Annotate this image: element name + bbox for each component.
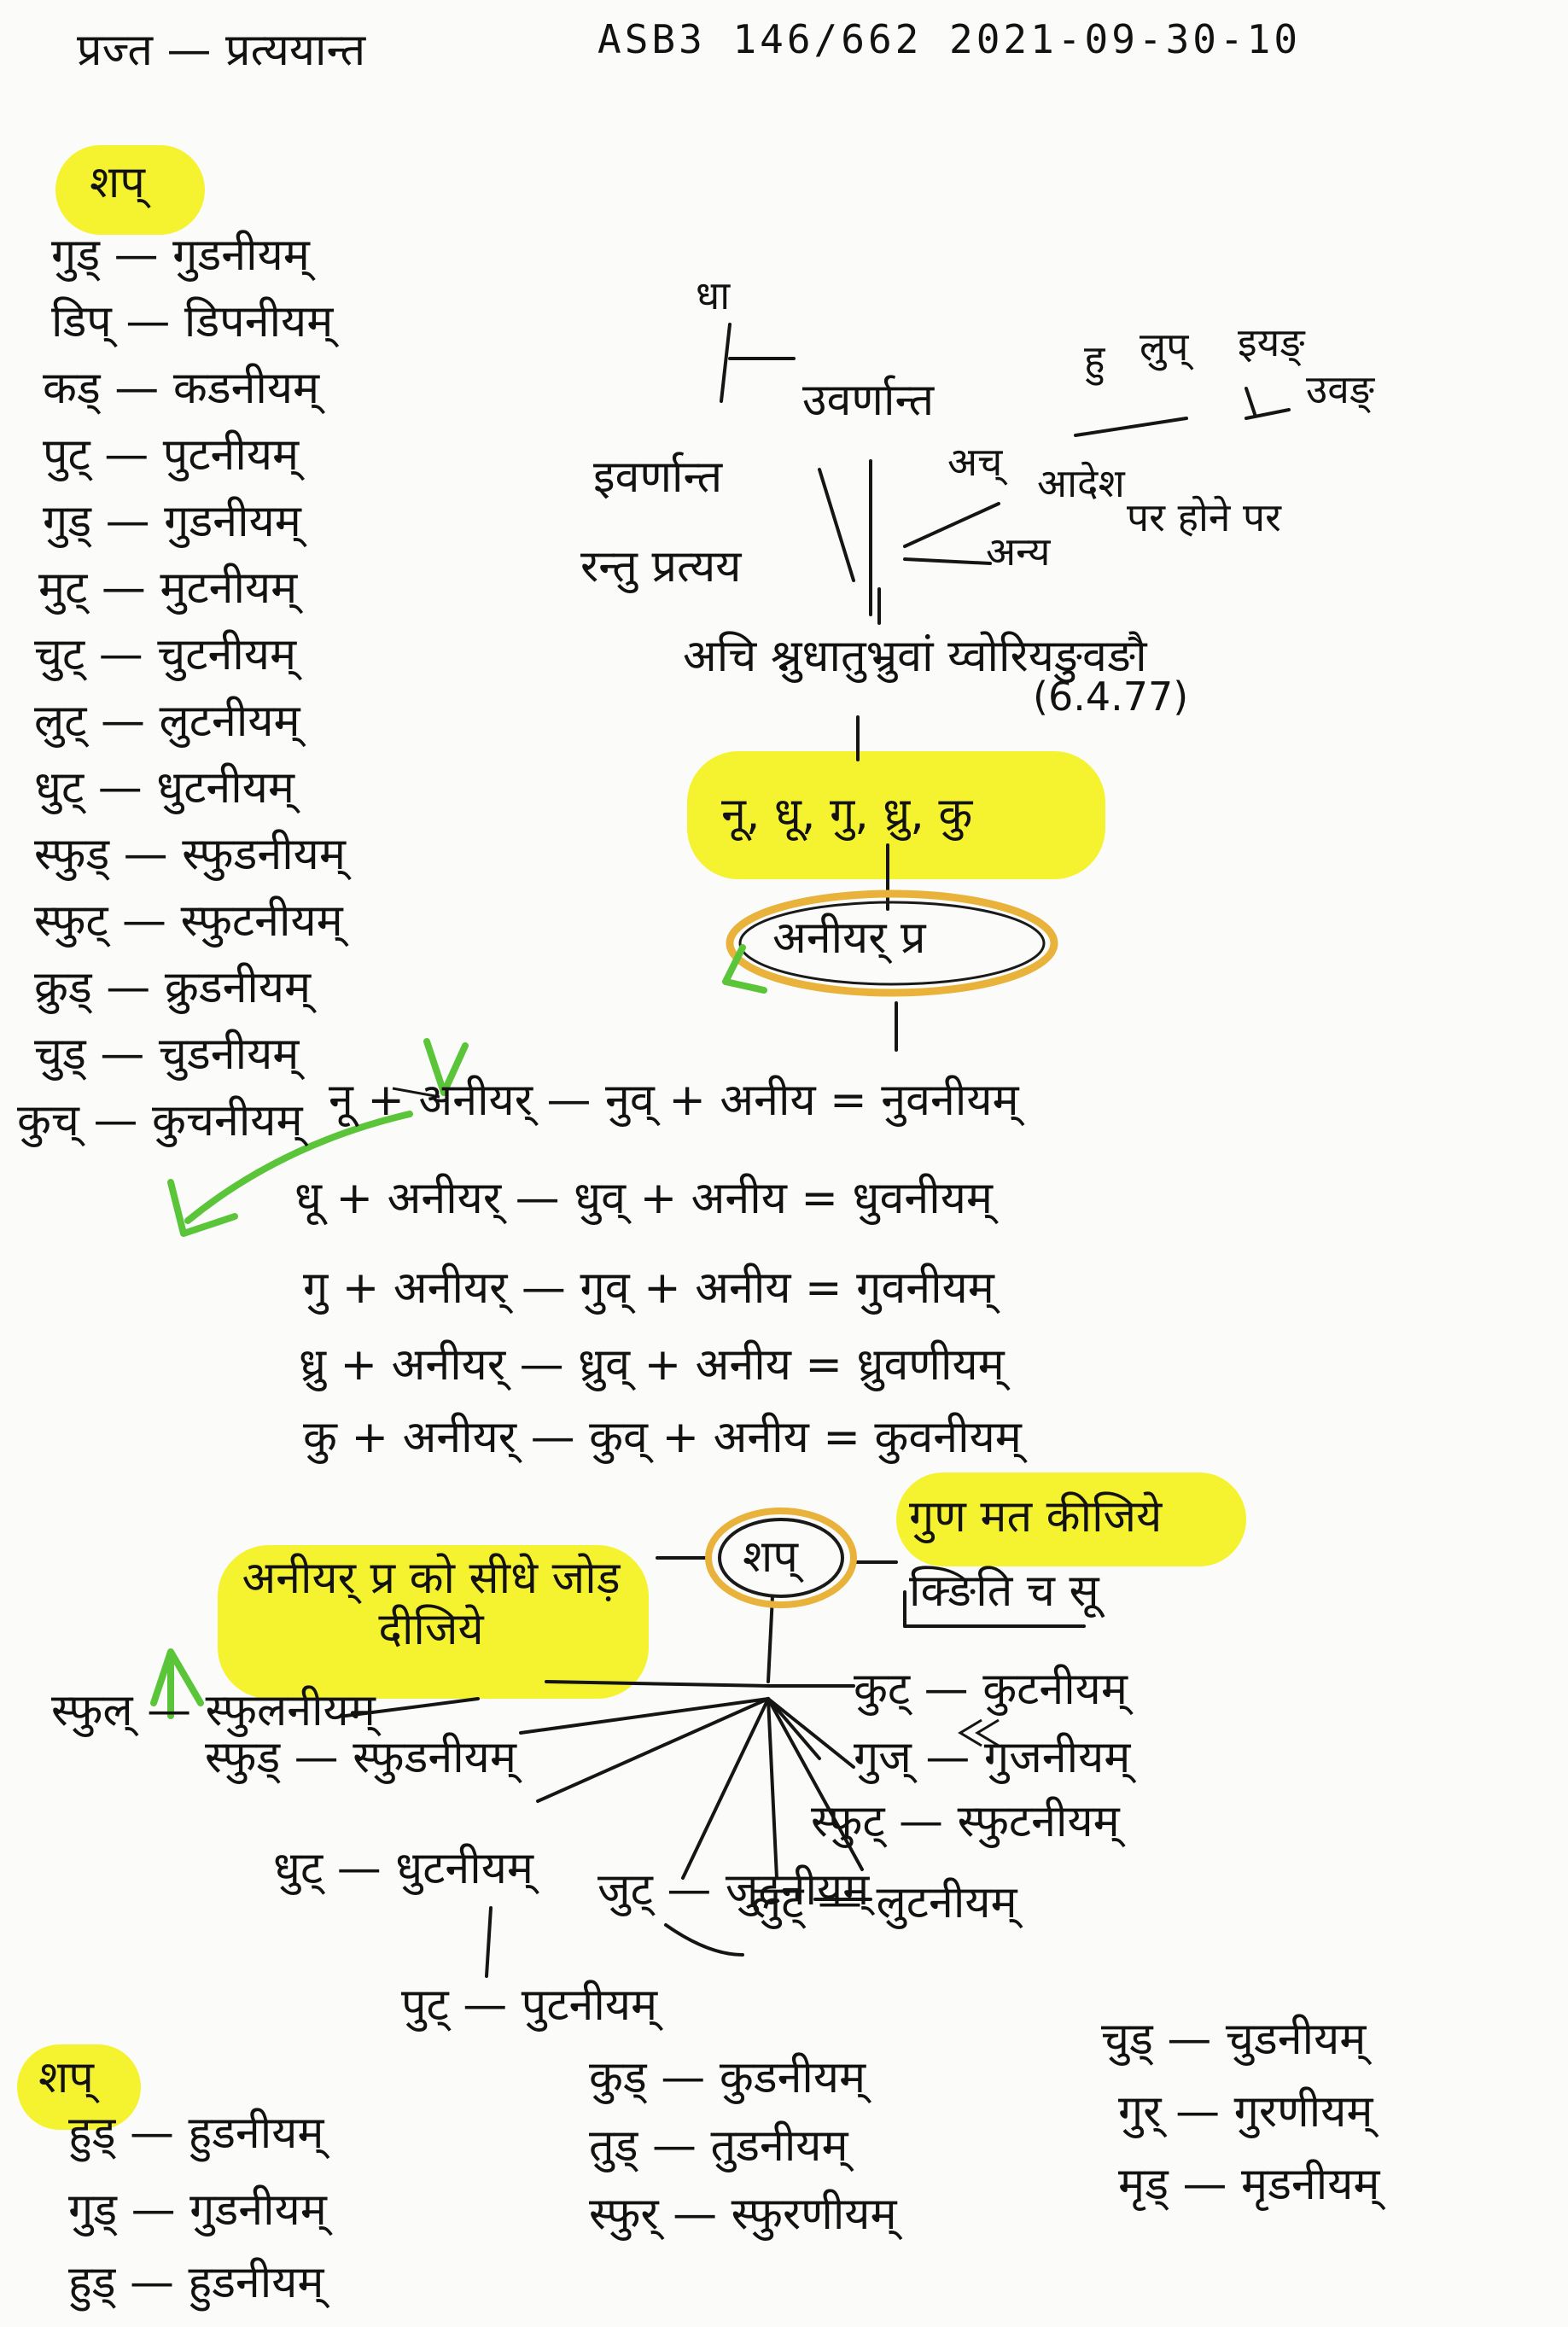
list-item: स्फुट् — स्फुटनीयम् — [34, 895, 343, 947]
page-title: प्रज्त — प्रत्ययान्त — [77, 25, 366, 76]
bottom-item: स्फुर् — स्फुरणीयम् — [589, 2189, 897, 2240]
left-list-heading: शप् — [90, 157, 145, 208]
green-arrows — [150, 944, 767, 1719]
bottom-item: गुड् — गुडनीयम् — [68, 2184, 327, 2236]
bottom-item: गुर् — गुरणीयम् — [1118, 2086, 1373, 2137]
list-item: गुड् — गुडनीयम् — [43, 496, 301, 547]
list-item: कड् — कडनीयम् — [43, 363, 320, 414]
highlight-heading — [55, 145, 205, 235]
spoke-item: लुट् — लुटनीयम् — [751, 1877, 1017, 1928]
tree-parhone: पर होने पर — [1127, 494, 1281, 540]
bottom-item: चुड् — चुडनीयम् — [1101, 2014, 1367, 2065]
derivation-row: गु + अनीयर् — गुव् + अनीय = गुवनीयम् — [303, 1263, 994, 1314]
suffix-circle — [726, 889, 1058, 997]
bottom-item: हुड् — हुडनीयम् — [68, 2108, 324, 2159]
list-item: पुट् — पुटनीयम् — [43, 429, 300, 481]
tree-anya: अन्य — [986, 528, 1051, 574]
list-item: डिप् — डिपनीयम् — [51, 296, 334, 347]
highlight-bottom-heading — [17, 2044, 141, 2130]
list-item: स्फुड् — स्फुडनीयम् — [34, 829, 346, 880]
tree-lup: लुप् — [1140, 324, 1189, 370]
highlight-dhatus — [687, 751, 1105, 879]
highlight-right-note — [896, 1473, 1246, 1566]
spoke-item: कुट् — कुटनीयम् — [854, 1664, 1128, 1715]
right-note: गुण मत कीजिये — [909, 1491, 1163, 1543]
list-item: गुड् — गुडनीयम् — [51, 230, 310, 281]
spoke-item: स्फुट् — स्फुटनीयम् — [811, 1796, 1120, 1847]
spoke-item: जुट् — जुटनीयम् — [597, 1864, 870, 1916]
list-item: मुट् — मुटनीयम् — [38, 563, 298, 614]
tree-ach: अच् — [947, 439, 1003, 485]
spoke-item: गुज् — गुजनीयम् — [854, 1732, 1131, 1783]
derivation-row: नू + अनीयर् — नुव् + अनीय = नुवनीयम् — [329, 1075, 1019, 1126]
center-node: शप् — [743, 1531, 798, 1583]
tree-dha: धा — [696, 272, 731, 318]
derivation-row: कु + अनीयर् — कुव् + अनीय = कुवनीयम् — [303, 1412, 1022, 1463]
spoke-item: धुट् — धुटनीयम् — [273, 1843, 534, 1894]
derivation-row: धू + अनीयर् — धुव् + अनीय = धुवनीयम् — [294, 1173, 993, 1224]
tree-hu: हु — [1084, 336, 1105, 382]
tree-ru-pratyaya: रन्तु प्रत्यय — [580, 541, 742, 592]
highlight-left-note — [218, 1545, 649, 1699]
tree-ivarnanta: इवर्णान्त — [593, 452, 723, 503]
list-item: लुट् — लुटनीयम् — [34, 696, 300, 747]
tree-uvarnanta: उवर्णान्त — [802, 375, 935, 426]
left-note: अनीयर् प्र को सीधे जोड़ दीजिये — [242, 1553, 621, 1655]
list-item: कुच् — कुचनीयम् — [17, 1095, 303, 1146]
tree-rule-ref: (6.4.77) — [1033, 674, 1189, 720]
tree-iyang: इयङ् — [1238, 319, 1305, 365]
bottom-item: हुड् — हुडनीयम् — [68, 2257, 324, 2308]
tree-adesha: आदेश — [1037, 460, 1125, 506]
node-circle — [705, 1508, 857, 1608]
derivation-row: ध्रु + अनीयर् — ध्रुव् + अनीय = ध्रुवणीय… — [299, 1339, 1005, 1391]
spoke-item: पुट् — पुटनीयम् — [401, 1980, 658, 2031]
ref-number: ASB3 146/662 2021-09-30-10 — [597, 16, 1302, 62]
list-item: चुट् — चुटनीयम् — [34, 629, 297, 680]
tree-suffix: अनीयर् प्र — [772, 913, 926, 964]
list-item: क्रुड् — क्रुडनीयम् — [34, 962, 312, 1013]
spoke-item: स्फुड् — स्फुडनीयम् — [205, 1732, 516, 1783]
tree-dhatus: नू, धू, गु, ध्रु, कु — [721, 789, 973, 840]
spoke-item: स्फुल् — स्फुलनीयम् — [51, 1685, 376, 1736]
tree-uvang: उवङ् — [1306, 366, 1375, 412]
bottom-item: तुड् — तुडनीयम् — [589, 2120, 848, 2172]
bottom-item: मृड् — मृडनीयम् — [1118, 2159, 1380, 2210]
list-item: धुट् — धुटनीयम् — [34, 762, 295, 814]
right-sub: क्ङिति च सू — [909, 1566, 1099, 1617]
list-item: चुड् — चुडनीयम् — [34, 1029, 300, 1080]
bottom-heading: शप् — [38, 2052, 94, 2103]
tree-rule: अचि श्नुधातुभ्रुवां य्वोरियङुवङौ — [683, 631, 1147, 682]
bottom-item: कुड् — कुडनीयम् — [589, 2052, 866, 2103]
